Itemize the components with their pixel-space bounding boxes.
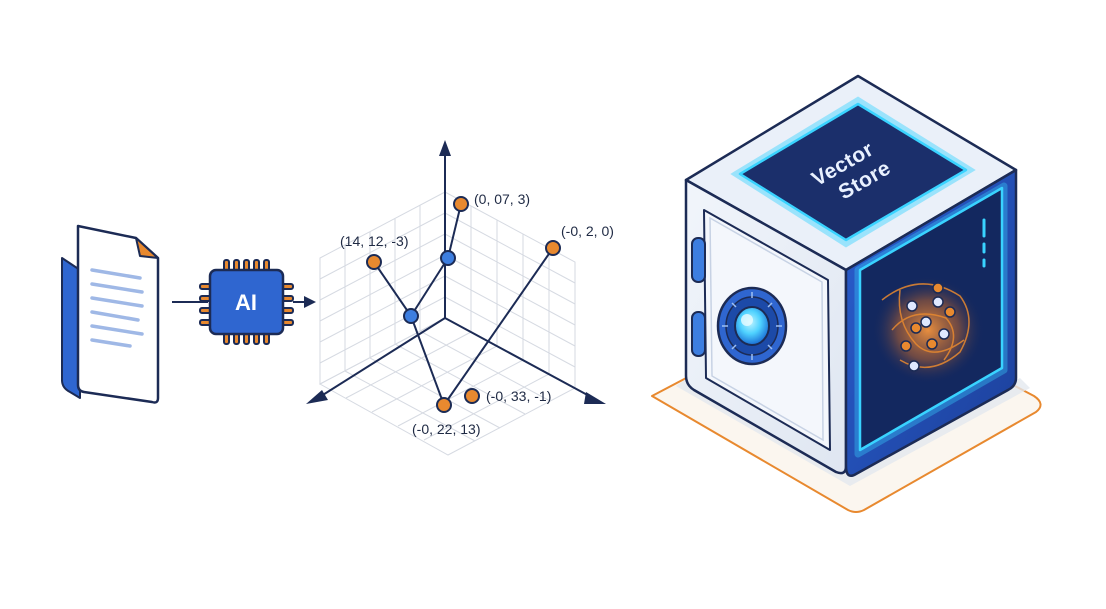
vector-point: [453, 196, 469, 212]
point-label: (-0, 22, 13): [412, 421, 480, 437]
point-label: (-0, 2, 0): [561, 223, 614, 239]
arrow-right-icon: [293, 296, 316, 308]
point-label: (14, 12, -3): [340, 233, 408, 249]
axes: [306, 140, 606, 404]
vector-store-safe: Vector Store: [651, 74, 1042, 513]
vector-store-top-screen: Vector Store: [730, 96, 976, 248]
vector-point: [545, 240, 561, 256]
point-label: (0, 07, 3): [474, 191, 530, 207]
vector-node: [403, 308, 419, 324]
ai-chip-label: AI: [235, 290, 257, 315]
vector-space-3d-plot: (0, 07, 3) (14, 12, -3) (-0, 2, 0) (-0, …: [306, 140, 614, 456]
point-label: (-0, 33, -1): [486, 388, 551, 404]
safe-hinge-icon: [691, 237, 706, 357]
vector-point: [436, 397, 452, 413]
vector-node: [440, 250, 456, 266]
vector-point: [366, 254, 382, 270]
combination-dial-icon: [716, 286, 788, 366]
document-icon: [61, 224, 160, 404]
ai-chip-icon: AI: [199, 259, 294, 345]
vector-point: [464, 388, 480, 404]
grid-wall-right: [444, 191, 576, 389]
vector-store-side-panel: [854, 182, 1008, 458]
vector-links: [373, 203, 554, 406]
